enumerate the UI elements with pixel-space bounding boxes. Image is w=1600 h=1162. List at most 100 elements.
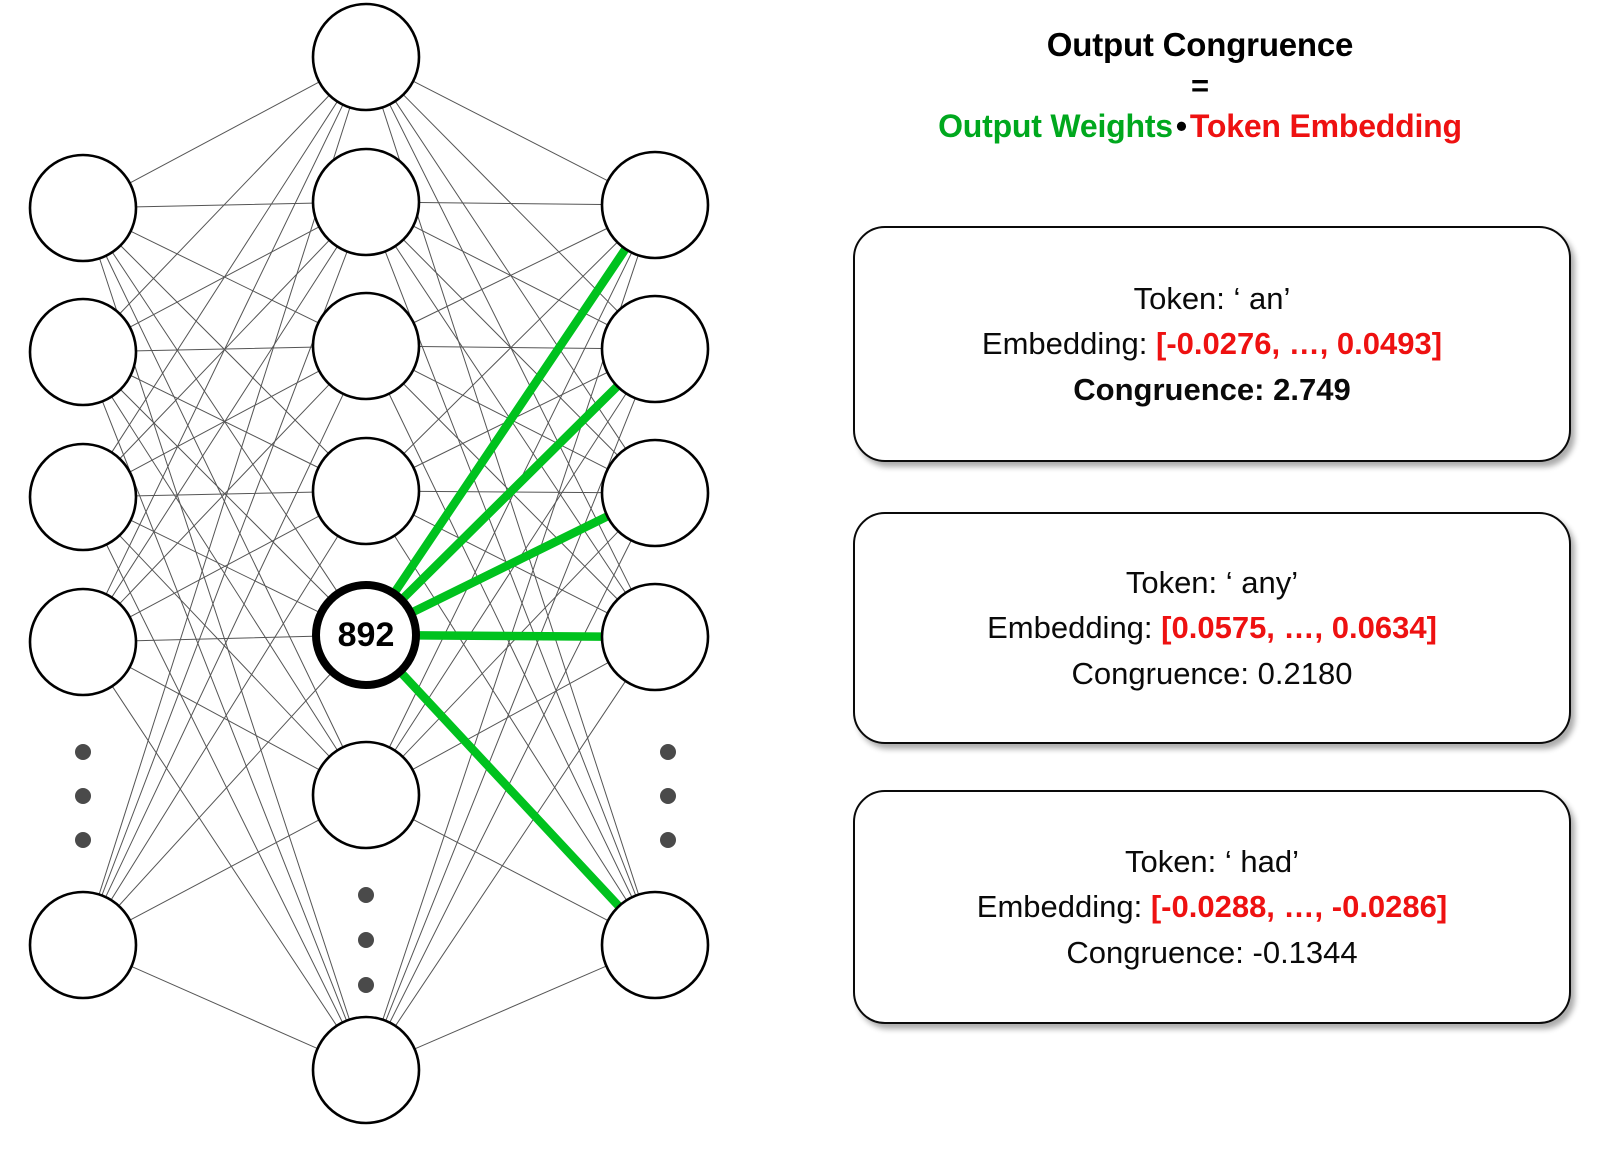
network-edge xyxy=(111,685,338,1027)
network-edge xyxy=(110,535,339,901)
token-label: Token: xyxy=(1124,844,1217,880)
neuron xyxy=(28,890,138,1000)
ellipsis-dot xyxy=(75,788,91,804)
network-edge xyxy=(130,965,319,1050)
card-congruence-line: Congruence: -0.1344 xyxy=(1066,930,1357,975)
network-nodes xyxy=(28,2,710,1125)
network-edge xyxy=(403,241,618,455)
network-edges xyxy=(98,80,640,1050)
embedding-value: [-0.0276, …, 0.0493] xyxy=(1156,326,1443,362)
neuron xyxy=(600,150,710,260)
card-embedding-line: Embedding: [-0.0288, …, -0.0286] xyxy=(977,884,1447,929)
formula-equals-sign: = xyxy=(1191,68,1209,104)
network-edge xyxy=(418,202,603,205)
neuron xyxy=(311,291,421,401)
card-congruence-line: Congruence: 0.2180 xyxy=(1072,651,1353,696)
network-edge xyxy=(409,512,612,616)
network-edge xyxy=(119,94,330,315)
ellipsis-dot xyxy=(660,788,676,804)
embedding-value: [0.0575, …, 0.0634] xyxy=(1161,610,1437,646)
token-value: ‘ had’ xyxy=(1224,844,1300,880)
congruence-value: -0.1344 xyxy=(1252,934,1358,970)
network-edge xyxy=(412,80,609,182)
network-edge xyxy=(101,251,348,896)
card-congruence-line: Congruence: 2.749 xyxy=(1073,367,1350,412)
congruence-value: 0.2180 xyxy=(1257,655,1353,691)
network-edge xyxy=(413,227,608,324)
card-embedding-line: Embedding: [0.0575, …, 0.0634] xyxy=(987,605,1437,650)
neuron xyxy=(28,587,138,697)
formula-product: Output Weights•Token Embedding xyxy=(800,108,1600,145)
token-label: Token: xyxy=(1125,565,1218,601)
ellipsis-dot xyxy=(660,832,676,848)
neuron xyxy=(311,2,421,112)
token-card[interactable]: Token: ‘ any’ Embedding: [0.0575, …, 0.0… xyxy=(853,512,1571,744)
network-edge xyxy=(412,818,609,922)
neuron xyxy=(28,297,138,407)
network-canvas: 892 xyxy=(28,2,710,1125)
network-edge xyxy=(388,393,633,898)
network-edge xyxy=(384,250,637,897)
ellipsis-dot xyxy=(358,932,374,948)
highlighted-neuron-label: 892 xyxy=(338,616,395,654)
embedding-label: Embedding: xyxy=(976,889,1143,925)
ellipsis-dot xyxy=(75,744,91,760)
neuron xyxy=(311,436,421,546)
token-card[interactable]: Token: ‘ had’ Embedding: [-0.0288, …, -0… xyxy=(853,790,1571,1024)
network-edge xyxy=(105,104,344,595)
embedding-label: Embedding: xyxy=(987,610,1153,646)
network-edge xyxy=(397,669,624,911)
card-token-line: Token: ‘ any’ xyxy=(1126,560,1298,605)
formula-dot-operator: • xyxy=(1175,108,1187,145)
network-edge xyxy=(105,393,344,898)
congruence-info-panel: Output Congruence = Output Weights•Token… xyxy=(800,0,1600,1162)
ellipsis-dot xyxy=(75,832,91,848)
card-token-line: Token: ‘ an’ xyxy=(1134,276,1291,321)
token-card[interactable]: Token: ‘ an’ Embedding: [-0.0276, …, 0.0… xyxy=(853,226,1571,462)
token-value: ‘ an’ xyxy=(1233,281,1291,317)
neuron xyxy=(600,294,710,404)
network-edge xyxy=(399,382,622,602)
network-edge xyxy=(394,680,627,1027)
neuron xyxy=(600,582,710,692)
network-edge xyxy=(389,539,632,1024)
formula-operand-output-weights: Output Weights xyxy=(938,108,1173,145)
congruence-label: Congruence: xyxy=(1071,655,1250,691)
congruence-label: Congruence: xyxy=(1073,371,1265,407)
network-edge xyxy=(135,635,314,642)
congruence-label: Congruence: xyxy=(1066,934,1244,970)
network-ellipsis-dots xyxy=(75,744,676,993)
ellipsis-dot xyxy=(358,887,374,903)
neuron xyxy=(28,442,138,552)
congruence-value: 2.749 xyxy=(1273,371,1351,407)
highlighted-output-weight-edges xyxy=(391,244,630,911)
neuron xyxy=(600,890,710,1000)
card-embedding-line: Embedding: [-0.0276, …, 0.0493] xyxy=(982,321,1442,366)
network-edge xyxy=(412,661,609,771)
neuron xyxy=(311,740,421,850)
network-edge xyxy=(111,101,338,453)
card-token-line: Token: ‘ had’ xyxy=(1125,839,1299,884)
ellipsis-dot xyxy=(660,744,676,760)
network-edge xyxy=(402,530,619,758)
network-edge xyxy=(394,392,627,752)
network-edge xyxy=(391,244,630,596)
network-edge xyxy=(105,544,344,1023)
token-label: Token: xyxy=(1133,281,1225,317)
neuron xyxy=(311,1015,421,1125)
network-edge xyxy=(129,515,320,618)
network-edge xyxy=(111,246,338,598)
network-edge xyxy=(393,535,628,901)
neuron xyxy=(311,147,421,257)
formula-operand-token-embedding: Token Embedding xyxy=(1189,108,1462,145)
network-edge xyxy=(388,252,633,748)
network-edge xyxy=(118,673,331,907)
neural-network-diagram: 892 xyxy=(28,2,710,1125)
network-edge xyxy=(101,400,348,1022)
ellipsis-dot xyxy=(358,977,374,993)
highlighted-neuron xyxy=(312,581,420,689)
network-edge xyxy=(129,819,320,921)
network-edge xyxy=(129,81,320,184)
embedding-value: [-0.0288, …, -0.0286] xyxy=(1150,889,1448,925)
formula-block: Output Congruence = Output Weights•Token… xyxy=(800,26,1600,145)
